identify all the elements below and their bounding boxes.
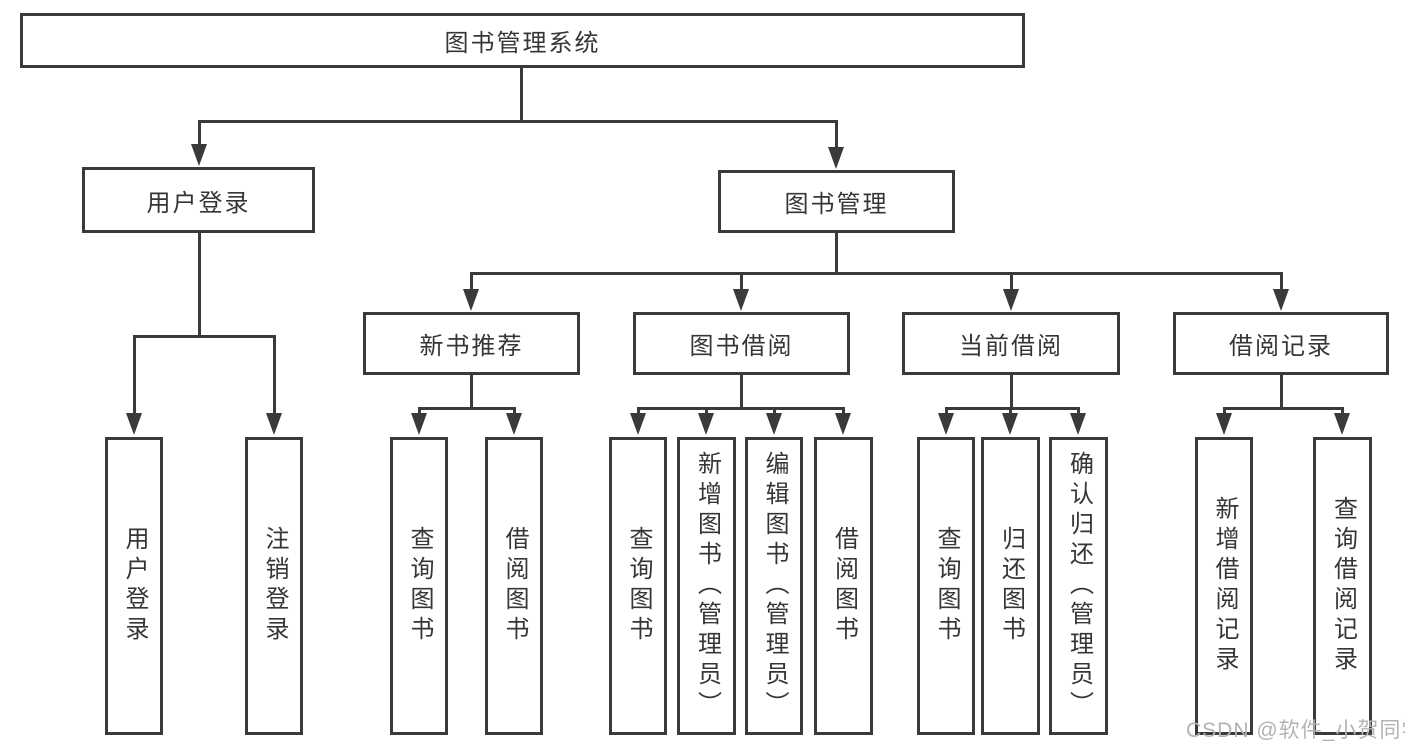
arrowhead-nb-child-1 [411,413,427,435]
leaf-br-add-record: 新增借阅记录 [1195,437,1253,735]
arrowhead-cb-child-2 [1002,413,1018,435]
leaf-cb-confirm-return-admin: 确认归还（管理员） [1049,437,1108,735]
edge-user-login-stem [198,233,201,335]
edge-to-login-leaf [133,335,136,415]
arrowhead-bw-child-2 [698,413,714,435]
node-book-mgmt: 图书管理 [718,170,955,233]
arrowhead-cb-child-1 [938,413,954,435]
edge-to-records [1280,272,1283,290]
leaf-bw-borrow-books: 借阅图书 [814,437,873,735]
edge-new-book-stem [470,375,473,409]
edge-cb-child-3 [1077,407,1080,417]
arrowhead-user-login [191,144,207,166]
edge-bw-child-1 [637,407,640,417]
node-new-book-rec: 新书推荐 [363,312,580,375]
edge-nb-child-1 [418,407,421,417]
arrowhead-cb-child-3 [1070,413,1086,435]
leaf-bw-query-books: 查询图书 [609,437,667,735]
edge-cb-child-1 [945,407,948,417]
edge-user-login-bus [133,335,275,338]
arrowhead-records [1273,289,1289,311]
edge-to-new-book [470,272,473,290]
edge-to-book-mgmt [835,120,838,148]
arrowhead-borrow [733,289,749,311]
edge-root-bus [198,120,838,123]
arrowhead-nb-child-2 [506,413,522,435]
leaf-bw-add-books-admin: 新增图书（管理员） [677,437,736,735]
edge-records-stem [1280,375,1283,409]
edge-bw-child-3 [773,407,776,417]
leaf-nb-borrow-books: 借阅图书 [485,437,543,735]
edge-book-mgmt-bus [470,272,1282,275]
node-current-borrow: 当前借阅 [902,312,1120,375]
edge-borrow-bus [637,407,845,410]
leaf-cb-query-books: 查询图书 [917,437,975,735]
node-borrow-records: 借阅记录 [1173,312,1389,375]
arrowhead-current [1003,289,1019,311]
node-book-borrow: 图书借阅 [633,312,850,375]
arrowhead-bw-child-1 [630,413,646,435]
leaf-nb-query-books: 查询图书 [390,437,448,735]
edge-records-bus [1223,407,1343,410]
edge-to-current [1010,272,1013,290]
arrowhead-logout-leaf [266,413,282,435]
arrowhead-br-child-2 [1334,413,1350,435]
csdn-watermark: CSDN @软件_小贺同学 [1186,719,1405,742]
edge-br-child-1 [1223,407,1226,417]
node-user-login: 用户登录 [82,167,315,233]
leaf-user-login: 用户登录 [105,437,163,735]
edge-current-bus [945,407,1080,410]
edge-root-stem [520,68,523,120]
arrowhead-new-book [463,289,479,311]
leaf-cb-return-books: 归还图书 [981,437,1040,735]
arrowhead-bw-child-3 [766,413,782,435]
edge-book-mgmt-stem [835,233,838,274]
node-library-system-root: 图书管理系统 [20,13,1025,68]
edge-br-child-2 [1341,407,1344,417]
leaf-br-query-record: 查询借阅记录 [1313,437,1372,735]
edge-current-stem [1010,375,1013,409]
leaf-logout: 注销登录 [245,437,303,735]
leaf-bw-edit-books-admin: 编辑图书（管理员） [745,437,803,735]
edge-to-logout-leaf [273,335,276,415]
edge-new-book-bus [418,407,516,410]
arrowhead-book-mgmt [828,147,844,169]
edge-cb-child-2 [1009,407,1012,417]
arrowhead-login-leaf [126,413,142,435]
edge-to-borrow [740,272,743,290]
edge-bw-child-4 [842,407,845,417]
edge-nb-child-2 [513,407,516,417]
edge-borrow-stem [740,375,743,409]
edge-bw-child-2 [705,407,708,417]
arrowhead-bw-child-4 [835,413,851,435]
arrowhead-br-child-1 [1216,413,1232,435]
edge-to-user-login [198,120,201,146]
